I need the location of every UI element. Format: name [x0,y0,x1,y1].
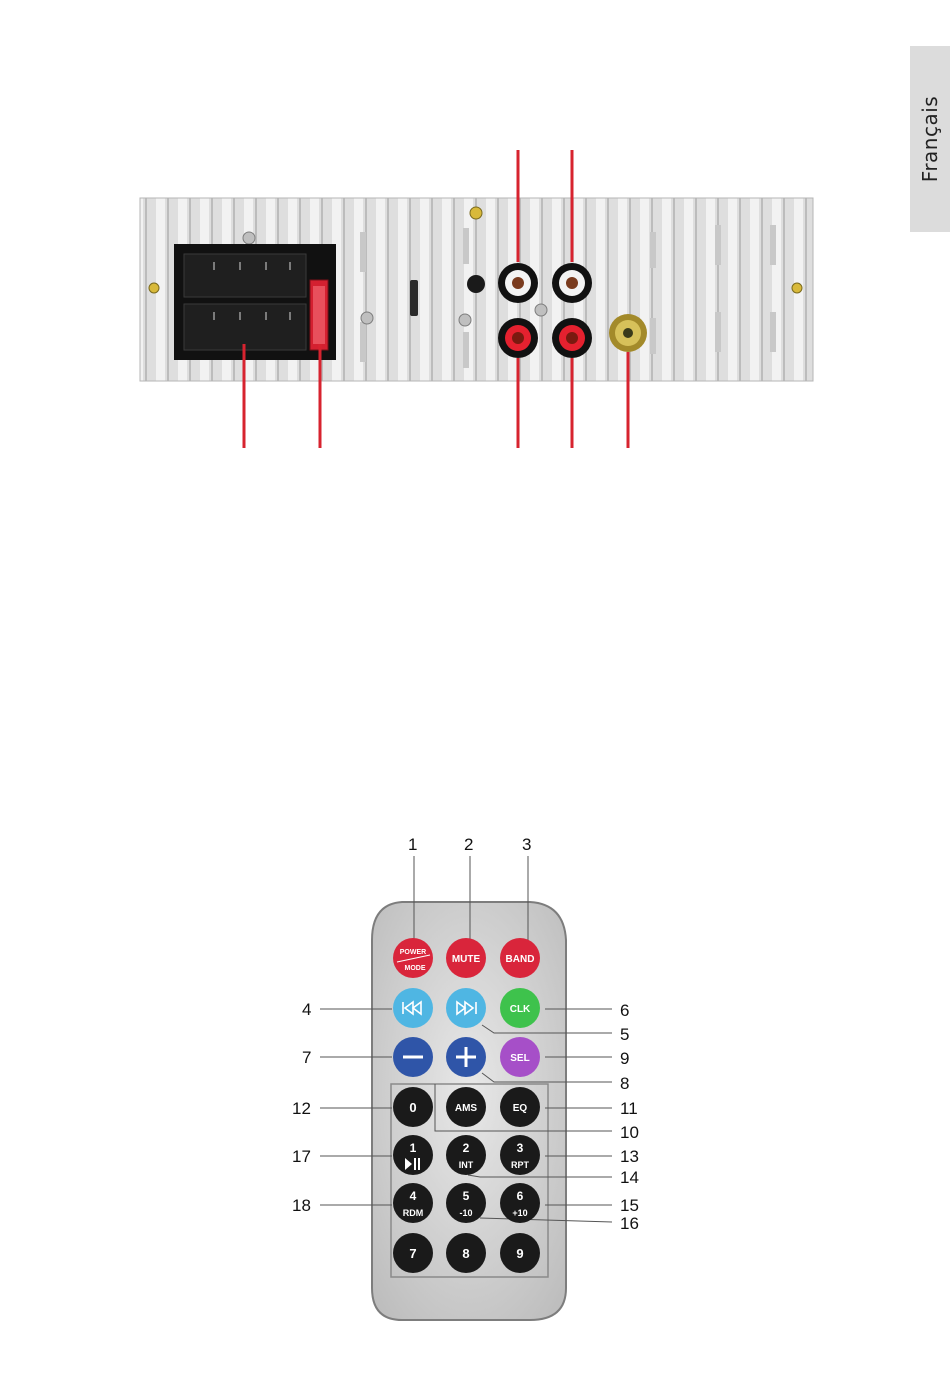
mute-label: MUTE [452,954,481,965]
screw-icon [459,314,471,326]
callout-9: 9 [620,1049,629,1068]
head-unit-rear-panel [140,198,813,381]
num-4-rdm-button[interactable]: 4 RDM [393,1183,433,1223]
screw-icon [243,232,255,244]
num-5-label: 5 [463,1189,470,1203]
callout-15: 15 [620,1196,639,1215]
rca-jack-bottom-left [498,318,538,358]
rca-jack-top-left [498,263,538,303]
hole-icon [467,275,485,293]
callout-14: 14 [620,1168,639,1187]
rca-jack-bottom-right [552,318,592,358]
num-2-label: 2 [463,1141,470,1155]
mount-screw-left [149,283,159,293]
mode-label: MODE [405,965,426,972]
rpt-label: RPT [511,1160,530,1170]
callout-11: 11 [620,1099,638,1118]
clk-label: CLK [510,1004,531,1015]
fuse [310,280,328,350]
sel-label: SEL [510,1053,529,1064]
previous-track-button[interactable] [393,988,433,1028]
ams-button[interactable]: AMS [446,1087,486,1127]
eq-button[interactable]: EQ [500,1087,540,1127]
band-button[interactable]: BAND [500,938,540,978]
num-7-button[interactable]: 7 [393,1233,433,1273]
clk-button[interactable]: CLK [500,988,540,1028]
num-2-int-button[interactable]: 2 INT [446,1135,486,1175]
callout-10: 10 [620,1123,639,1142]
callout-4: 4 [302,1000,311,1019]
band-label: BAND [506,954,535,965]
num-9-button[interactable]: 9 [500,1233,540,1273]
num-0-label: 0 [409,1100,416,1115]
num-3-label: 3 [517,1141,524,1155]
num-5-minus10-button[interactable]: 5 -10 [446,1183,486,1223]
volume-down-button[interactable] [393,1037,433,1077]
antenna-socket [609,314,647,352]
callout-6: 6 [620,1001,629,1020]
eq-label: EQ [513,1103,528,1114]
num-1-button[interactable]: 1 [393,1135,433,1175]
screw-icon [535,304,547,316]
callout-3: 3 [522,835,531,854]
callout-1: 1 [408,835,417,854]
callout-16: 16 [620,1214,639,1233]
num-4-label: 4 [410,1189,417,1203]
rdm-label: RDM [403,1208,424,1218]
num-6-plus10-button[interactable]: 6 +10 [500,1183,540,1223]
num-9-label: 9 [516,1246,523,1261]
callout-18: 18 [292,1196,311,1215]
callout-5: 5 [620,1025,629,1044]
int-label: INT [459,1160,474,1170]
num-8-label: 8 [462,1246,469,1261]
rca-jack-top-right [552,263,592,303]
callout-8: 8 [620,1074,629,1093]
power-mode-button[interactable]: POWER MODE [393,938,433,978]
mount-screw-right [792,283,802,293]
callout-12: 12 [292,1099,311,1118]
callout-7: 7 [302,1048,311,1067]
screw-icon [361,312,373,324]
minus-10-label: -10 [459,1208,472,1218]
power-label: POWER [400,949,426,956]
callout-17: 17 [292,1147,311,1166]
volume-up-button[interactable] [446,1037,486,1077]
num-1-label: 1 [410,1141,417,1155]
num-8-button[interactable]: 8 [446,1233,486,1273]
ams-label: AMS [455,1103,478,1114]
plus-10-label: +10 [512,1208,527,1218]
num-3-rpt-button[interactable]: 3 RPT [500,1135,540,1175]
next-track-button[interactable] [446,988,486,1028]
num-0-button[interactable]: 0 [393,1087,433,1127]
callout-13: 13 [620,1147,639,1166]
mute-button[interactable]: MUTE [446,938,486,978]
callout-2: 2 [464,835,473,854]
sel-button[interactable]: SEL [500,1037,540,1077]
num-7-label: 7 [409,1246,416,1261]
num-6-label: 6 [517,1189,524,1203]
slot-icon [410,280,418,316]
